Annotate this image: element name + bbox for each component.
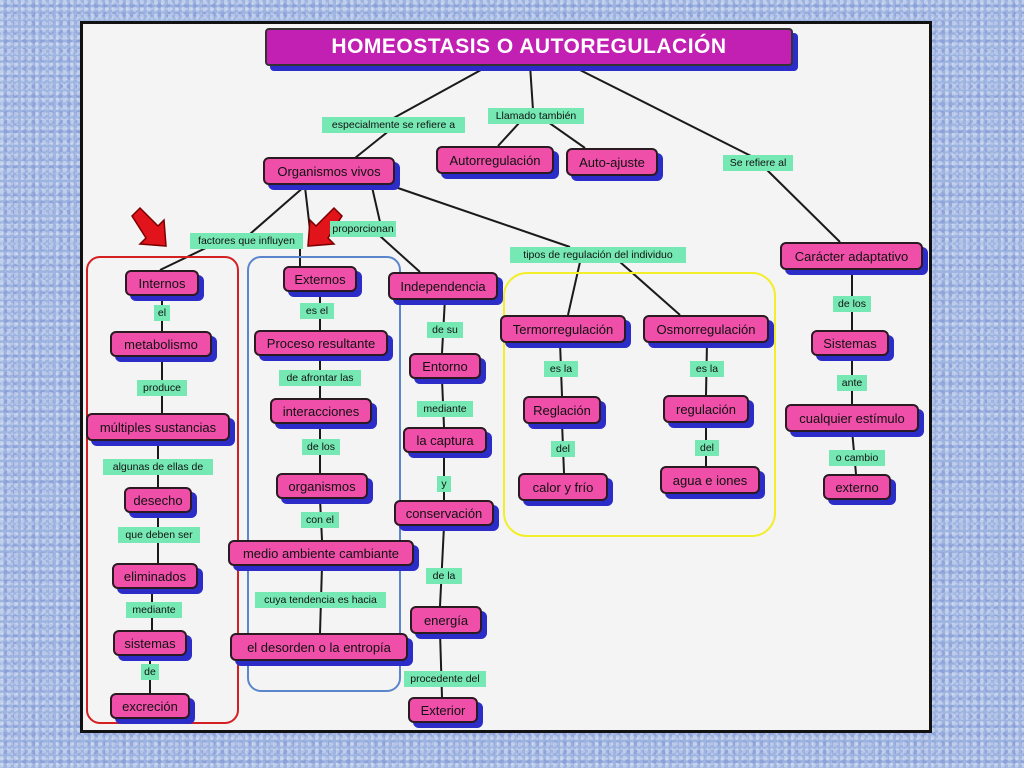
link-y-label: y xyxy=(437,476,451,492)
node-energia: energía xyxy=(410,606,482,634)
link-es-la-termo-label: es la xyxy=(544,361,578,377)
red-arrow-icon xyxy=(131,206,167,247)
node-multiples-sustancias: múltiples sustancias xyxy=(86,413,230,441)
link-de-label: de xyxy=(141,664,159,680)
node-entorno: Entorno xyxy=(409,353,481,379)
node-internos: Internos xyxy=(125,270,199,296)
node-organismos-ext: organismos xyxy=(276,473,368,499)
node-cualquier-estimulo: cualquier estímulo xyxy=(785,404,919,432)
node-regulacion: regulación xyxy=(663,395,749,423)
link-de-los-ext-label: de los xyxy=(302,439,340,455)
link-del-osmo-label: del xyxy=(695,440,719,456)
node-autorregulacion: Autorregulación xyxy=(436,146,554,174)
link-mediante-ind-label: mediante xyxy=(417,401,473,417)
node-externos: Externos xyxy=(283,266,357,292)
node-excrecion: excreción xyxy=(110,693,190,719)
link-es-la-osmo-label: es la xyxy=(690,361,724,377)
node-exterior: Exterior xyxy=(408,697,478,723)
node-calor-y-frio: calor y frío xyxy=(518,473,608,501)
node-medio-ambiente: medio ambiente cambiante xyxy=(228,540,414,566)
node-la-captura: la captura xyxy=(403,427,487,453)
link-con-el-label: con el xyxy=(301,512,339,528)
link-especialmente-label: especialmente se refiere a xyxy=(322,117,465,133)
node-externo: externo xyxy=(823,474,891,500)
node-organismos-vivos: Organismos vivos xyxy=(263,157,395,185)
link-de-los-car-label: de los xyxy=(833,296,871,312)
node-desorden: el desorden o la entropía xyxy=(230,633,408,661)
link-algunas-label: algunas de ellas de xyxy=(103,459,213,475)
concept-map-canvas xyxy=(80,21,932,733)
node-termorregulacion: Termorregulación xyxy=(500,315,626,343)
node-sistemas-adaptativo: Sistemas xyxy=(811,330,889,356)
node-auto-ajuste: Auto-ajuste xyxy=(566,148,658,176)
link-llamado-label: Llamado también xyxy=(488,108,584,124)
link-de-la-label: de la xyxy=(426,568,462,584)
red-arrow-icon xyxy=(307,206,343,247)
node-osmorregulacion: Osmorregulación xyxy=(643,315,769,343)
link-se-refiere-label: Se refiere al xyxy=(723,155,793,171)
link-ante-label: ante xyxy=(837,375,867,391)
link-de-su-label: de su xyxy=(427,322,463,338)
link-el-label: el xyxy=(154,305,170,321)
node-reglacion: Reglación xyxy=(523,396,601,424)
link-o-cambio-label: o cambio xyxy=(829,450,885,466)
node-conservacion: conservación xyxy=(394,500,494,526)
link-proporcionan-label: proporcionan xyxy=(330,221,396,237)
link-cuya-tendencia-label: cuya tendencia es hacia xyxy=(255,592,386,608)
link-procedente-label: procedente del xyxy=(404,671,486,687)
link-del-termo-label: del xyxy=(551,441,575,457)
link-deben-ser-label: que deben ser xyxy=(118,527,200,543)
node-desecho: desecho xyxy=(124,487,192,513)
link-es-el-label: es el xyxy=(300,303,334,319)
link-afrontar-label: de afrontar las xyxy=(279,370,361,386)
node-interacciones: interacciones xyxy=(270,398,372,424)
link-factores-label: factores que influyen xyxy=(190,233,303,249)
link-produce-label: produce xyxy=(137,380,187,396)
node-metabolismo: metabolismo xyxy=(110,331,212,357)
node-caracter-adaptativo: Carácter adaptativo xyxy=(780,242,923,270)
node-agua-e-iones: agua e iones xyxy=(660,466,760,494)
node-independencia: Independencia xyxy=(388,272,498,300)
node-sistemas-excrecion: sistemas xyxy=(113,630,187,656)
node-proceso-resultante: Proceso resultante xyxy=(254,330,388,356)
map-title: HOMEOSTASIS O AUTOREGULACIÓN xyxy=(265,28,793,66)
node-eliminados: eliminados xyxy=(112,563,198,589)
link-tipos-label: tipos de regulación del individuo xyxy=(510,247,686,263)
link-mediante-label: mediante xyxy=(126,602,182,618)
